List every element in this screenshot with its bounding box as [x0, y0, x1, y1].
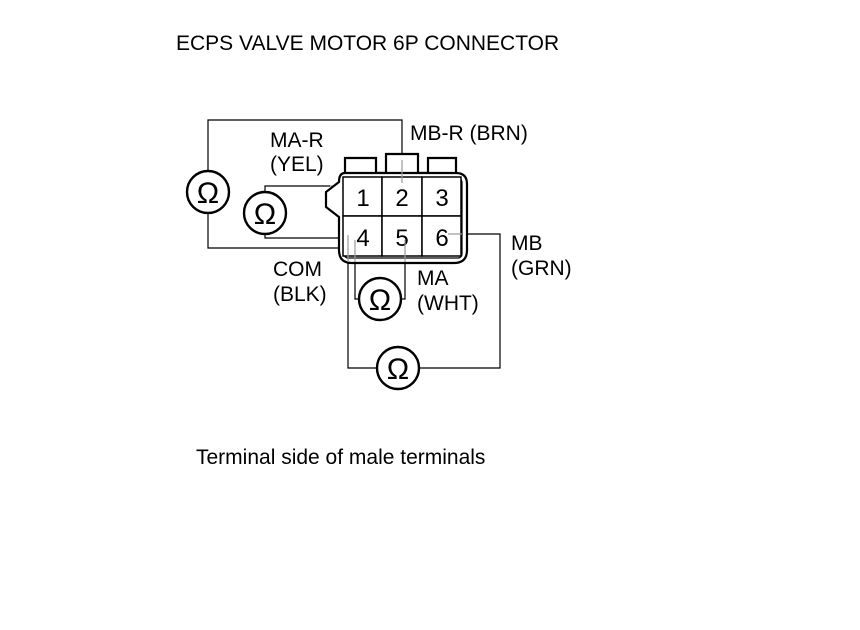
circuit-pin2-pin4	[207, 119, 403, 249]
pin-5-label: 5	[395, 225, 408, 252]
label-mb-color: (GRN)	[511, 257, 572, 280]
probe-contacts	[347, 160, 462, 262]
pin-2-label: 2	[395, 185, 408, 212]
label-ma-color: (WHT)	[417, 292, 479, 315]
diagram-caption: Terminal side of male terminals	[196, 446, 485, 469]
svg-text:Ω: Ω	[387, 353, 409, 386]
pin-4-label: 4	[356, 225, 369, 252]
svg-text:Ω: Ω	[197, 177, 219, 210]
connector-icon: 1 2 3 4 5 6	[324, 152, 469, 265]
pin-1-label: 1	[356, 185, 369, 212]
pin-6-label: 6	[435, 225, 448, 252]
circuit-pin4-pin6	[347, 233, 501, 369]
pin-1-cavity	[342, 176, 383, 217]
label-mb-name: MB	[511, 232, 543, 255]
pin-3-label: 3	[435, 185, 448, 212]
label-com-color: (BLK)	[273, 283, 327, 306]
svg-text:Ω: Ω	[254, 198, 276, 231]
label-mb-r: MB-R (BRN)	[410, 122, 528, 145]
ohmmeter-icon: Ω	[242, 190, 288, 236]
label-ma-r-color: (YEL)	[270, 153, 324, 176]
ohmmeter-icon: Ω	[185, 169, 231, 215]
label-com-name: COM	[273, 258, 322, 281]
label-ma-name: MA	[417, 267, 449, 290]
pin-6-cavity	[421, 215, 462, 257]
svg-text:Ω: Ω	[369, 284, 391, 317]
ohmmeter-icon: Ω	[357, 276, 403, 322]
label-ma-r-name: MA-R	[270, 129, 324, 152]
pin-3-cavity	[421, 176, 462, 217]
diagram-title: ECPS VALVE MOTOR 6P CONNECTOR	[176, 32, 559, 55]
ohmmeter-icon: Ω	[375, 345, 421, 391]
